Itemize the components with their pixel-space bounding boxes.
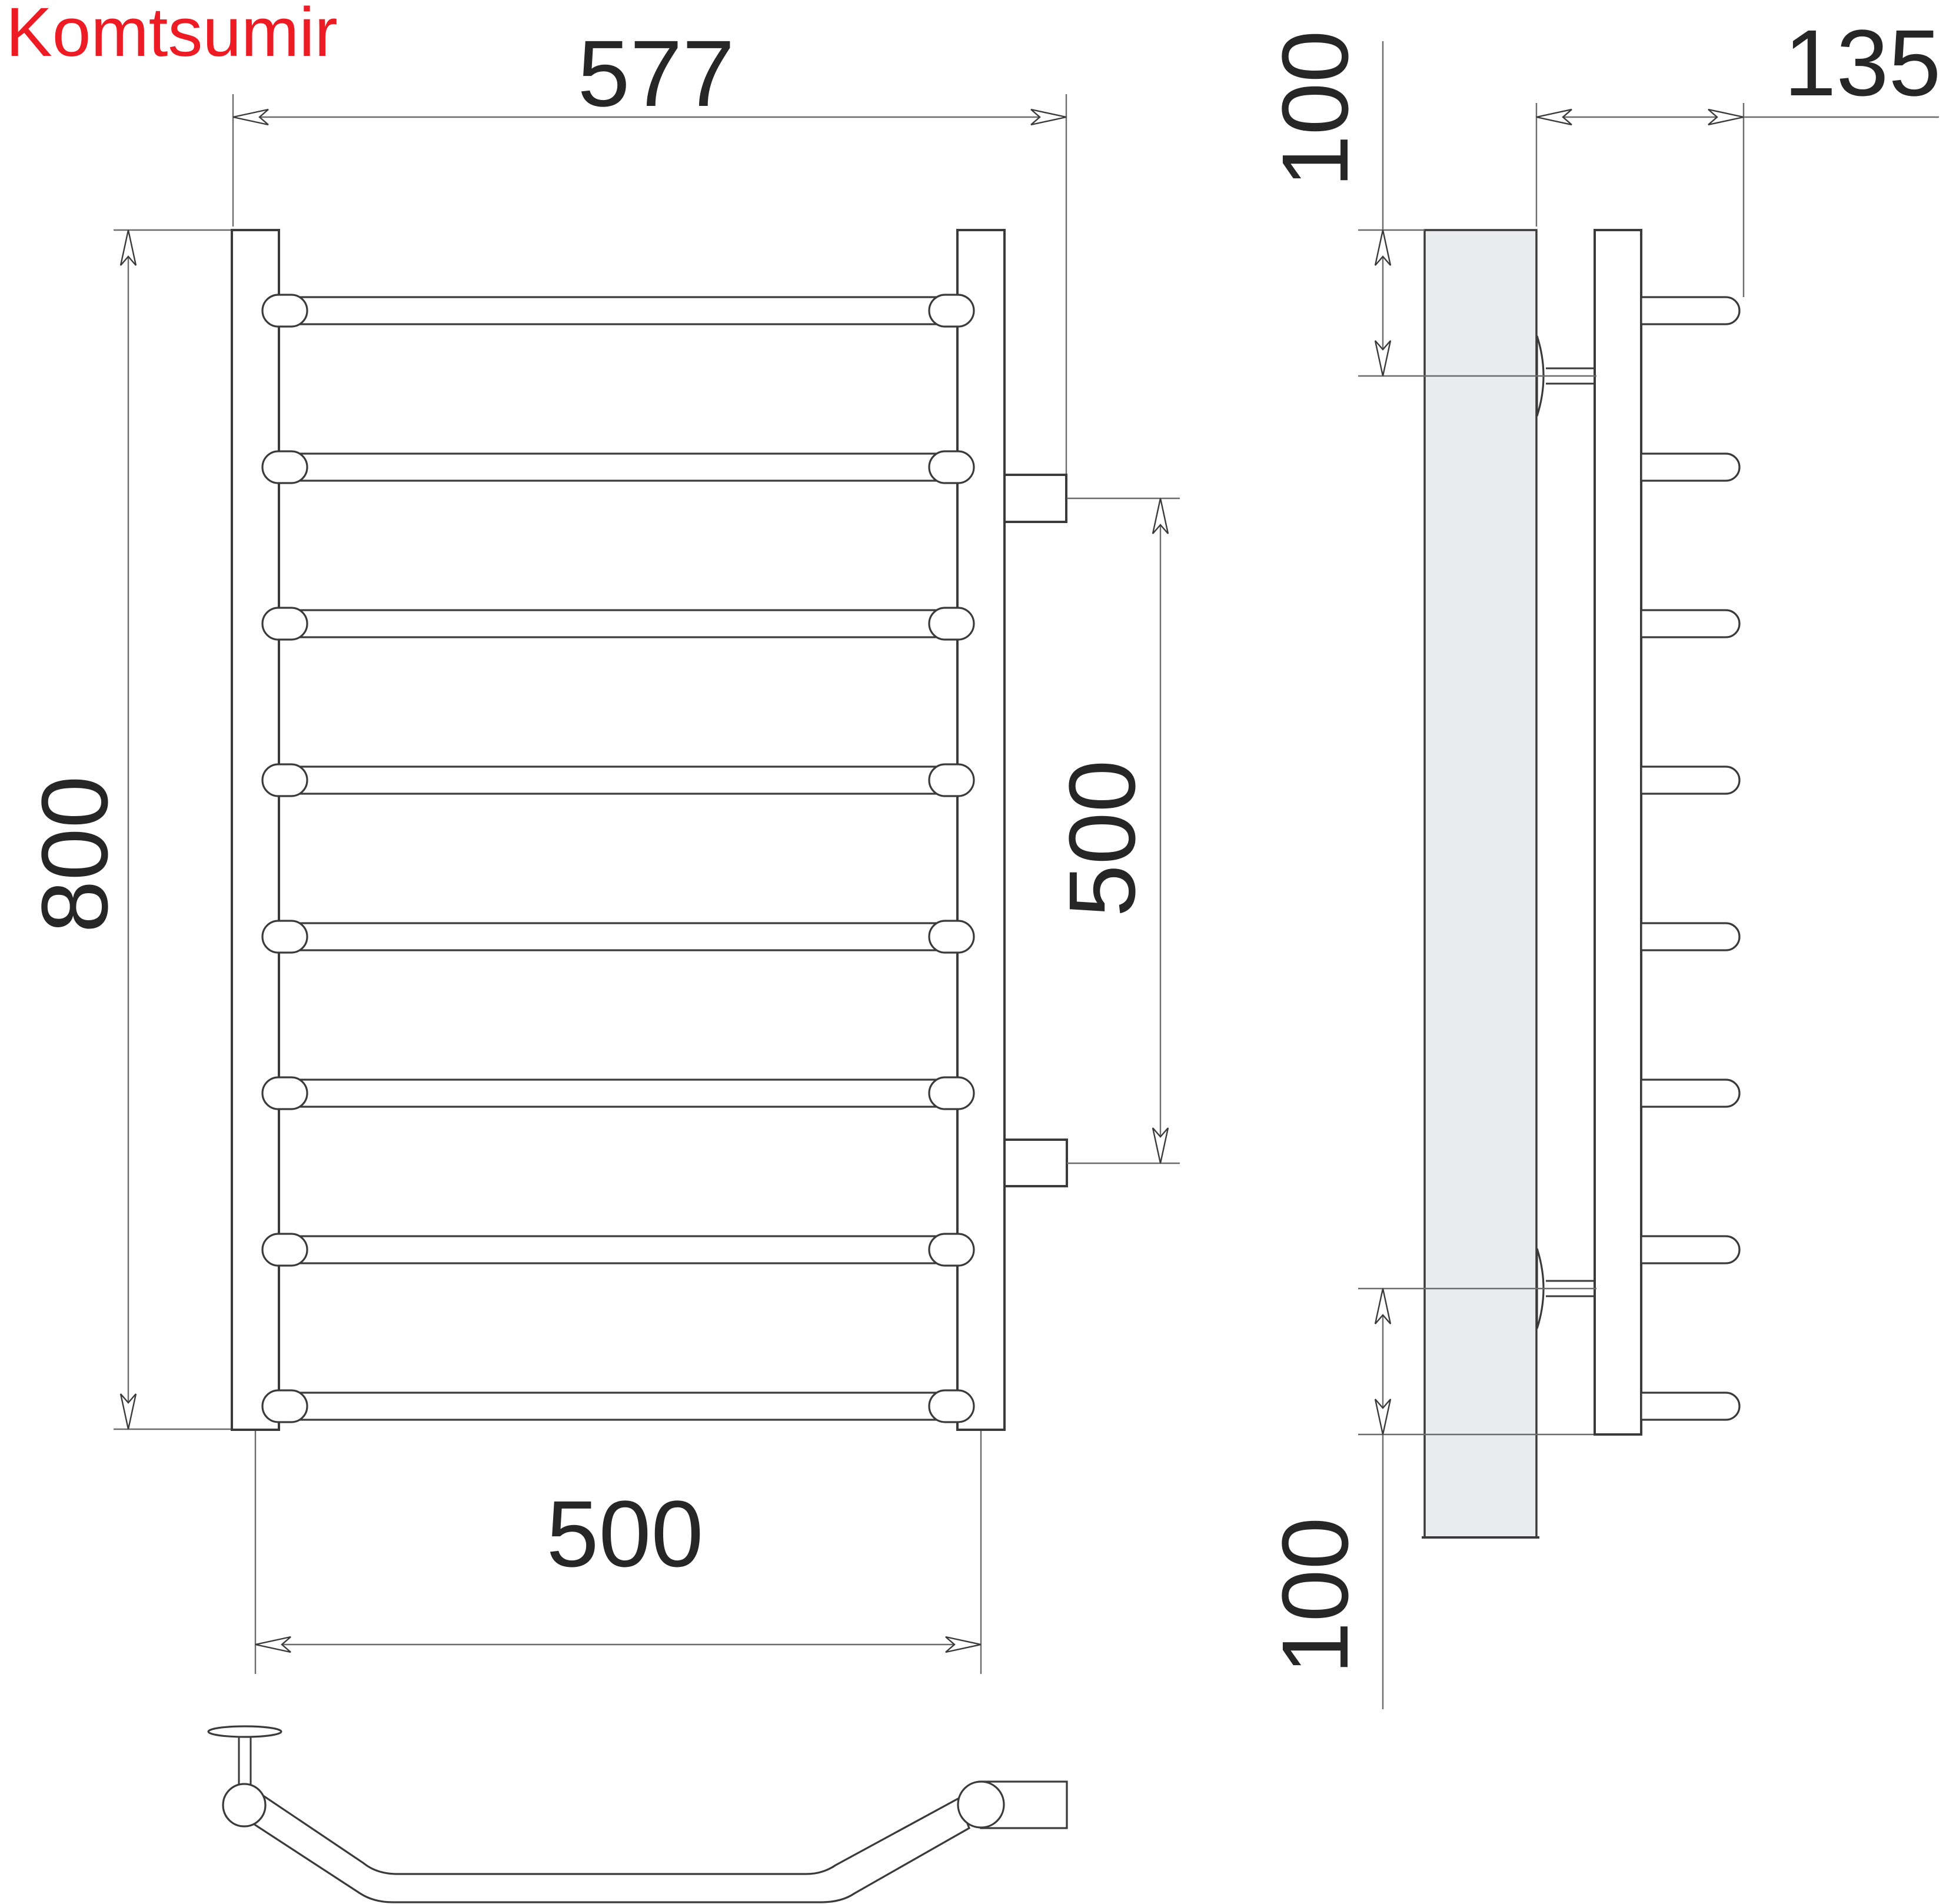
front-right-post bbox=[956, 229, 1006, 1431]
side-rung bbox=[1640, 609, 1741, 638]
rung-right-cap bbox=[928, 607, 975, 641]
wall-brackets bbox=[1358, 335, 1596, 1329]
side-rung bbox=[1640, 296, 1741, 325]
front-view bbox=[231, 229, 1068, 1431]
side-view bbox=[1358, 229, 1741, 1539]
dimension-arrows bbox=[119, 108, 1744, 1653]
dim-label-577: 577 bbox=[578, 21, 735, 126]
rung-right-cap bbox=[928, 1076, 975, 1110]
rung-right-cap bbox=[928, 294, 975, 328]
dim-rail-width: 500 bbox=[254, 1431, 982, 1674]
dim-depth: 135 bbox=[1535, 10, 1941, 297]
dim-label-800: 800 bbox=[22, 776, 127, 933]
dim-overall-height: 800 bbox=[22, 229, 231, 1430]
rung-right-cap bbox=[928, 763, 975, 797]
dimension-arrowhead bbox=[1374, 1288, 1392, 1324]
rung-left-cap bbox=[261, 1389, 308, 1423]
bracket-top-detail bbox=[207, 1725, 1068, 1903]
rung-right-cap bbox=[928, 1233, 975, 1267]
front-rungs bbox=[261, 294, 975, 1423]
side-post bbox=[1594, 229, 1642, 1436]
rung-body bbox=[278, 765, 959, 795]
rung-left-cap bbox=[261, 294, 308, 328]
rung-right-cap bbox=[928, 1389, 975, 1423]
rung-left-cap bbox=[261, 763, 308, 797]
rung-body bbox=[278, 1392, 959, 1421]
dimension-arrowhead bbox=[119, 1393, 137, 1430]
dim-label-100-top: 100 bbox=[1262, 31, 1368, 188]
dim-label-500-bottom: 500 bbox=[547, 1481, 704, 1586]
side-rung bbox=[1640, 452, 1741, 482]
side-rung bbox=[1640, 1235, 1741, 1264]
dim-stub-spacing: 500 bbox=[1049, 497, 1180, 1164]
dimension-arrowhead bbox=[1374, 1399, 1392, 1435]
rung-left-cap bbox=[261, 607, 308, 641]
detail-wall-flange bbox=[207, 1725, 282, 1738]
wall-plate bbox=[1423, 229, 1538, 1539]
dim-overall-width: 577 bbox=[232, 21, 1067, 474]
detail-pipe bbox=[251, 1792, 970, 1903]
rung-body bbox=[278, 452, 959, 482]
dim-label-100-bottom: 100 bbox=[1262, 1517, 1368, 1675]
dim-label-135: 135 bbox=[1784, 10, 1941, 115]
rung-left-cap bbox=[261, 1076, 308, 1110]
side-rungs bbox=[1640, 296, 1741, 1421]
bottom-connection-stub bbox=[1003, 1139, 1068, 1187]
side-rung bbox=[1640, 922, 1741, 951]
rung-body bbox=[278, 1235, 959, 1264]
dim-label-500-vertical: 500 bbox=[1049, 760, 1155, 917]
rung-left-cap bbox=[261, 450, 308, 484]
rung-left-cap bbox=[261, 920, 308, 954]
side-rung bbox=[1640, 1079, 1741, 1108]
dimension-arrowhead bbox=[232, 108, 269, 126]
dimension-arrowhead bbox=[1708, 108, 1744, 126]
dimension-arrowhead bbox=[1374, 340, 1392, 377]
dimension-arrowhead bbox=[945, 1636, 982, 1653]
rung-right-cap bbox=[928, 920, 975, 954]
detail-right-post-section bbox=[957, 1780, 1005, 1829]
dimension-arrowhead bbox=[1030, 108, 1067, 126]
dimensions: 577 800 500 500 100 bbox=[22, 10, 1941, 1709]
rung-body bbox=[278, 1079, 959, 1108]
dimension-arrowhead bbox=[255, 1636, 291, 1653]
side-rung bbox=[1640, 765, 1741, 795]
side-rung bbox=[1640, 1392, 1741, 1421]
dim-bottom-offset: 100 bbox=[1262, 1289, 1594, 1709]
rung-body bbox=[278, 296, 959, 325]
top-connection-stub bbox=[1003, 474, 1067, 523]
brand-logo-text: Komtsumir bbox=[6, 0, 338, 71]
dim-top-offset: 100 bbox=[1262, 31, 1425, 376]
rung-body bbox=[278, 922, 959, 951]
dimension-arrowhead bbox=[1152, 498, 1169, 534]
dimension-arrowhead bbox=[1536, 108, 1572, 126]
rung-body bbox=[278, 609, 959, 638]
rung-right-cap bbox=[928, 450, 975, 484]
rung-left-cap bbox=[261, 1233, 308, 1267]
dimension-arrowhead bbox=[1374, 229, 1392, 266]
detail-left-post-section bbox=[222, 1783, 267, 1828]
dimension-arrowhead bbox=[1152, 1127, 1169, 1164]
front-left-post bbox=[231, 229, 280, 1431]
dimension-arrowhead bbox=[119, 229, 137, 266]
